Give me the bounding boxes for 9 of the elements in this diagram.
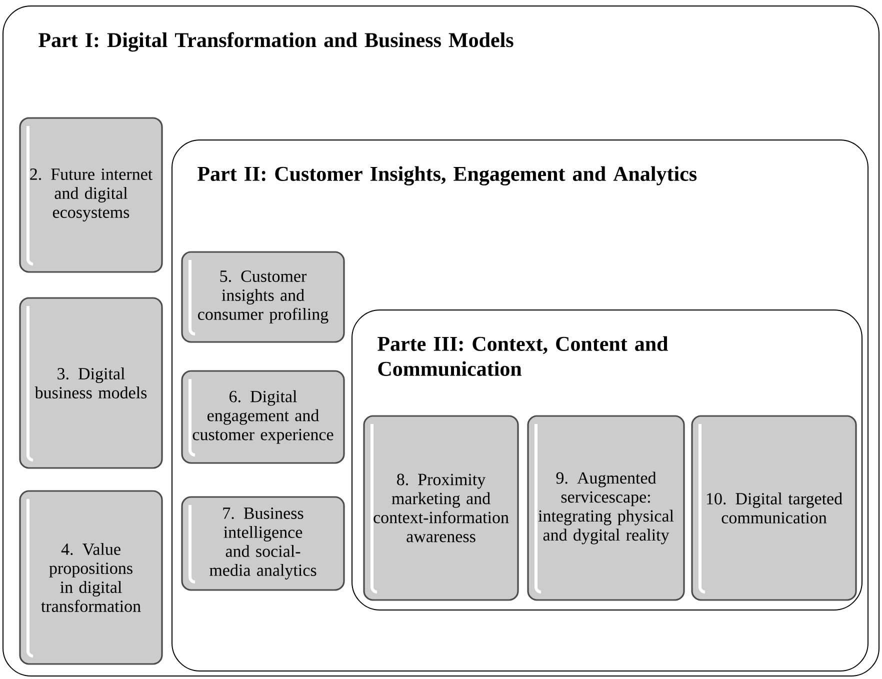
chapter-box: 7. Business intelligence and social-media analytics [181, 496, 345, 591]
chapter-box: 8. Proximity marketing and context-information awareness [363, 415, 519, 601]
chapter-box: 9. Augmented servicescape: integrating physical and dygital reality [527, 415, 685, 601]
chapter-box: 2. Future internet and digital ecosystems [19, 117, 163, 273]
chapter-box: 10. Digital targeted communication [691, 415, 857, 601]
chapter-box: 3. Digital business models [19, 297, 163, 469]
chapter-box: 4. Value propositions in digital transformation [19, 490, 163, 665]
chapter-box: 5. Customer insights and consumer profiling [181, 251, 345, 343]
chapter-box: 6. Digital engagement and customer experience [181, 370, 345, 464]
